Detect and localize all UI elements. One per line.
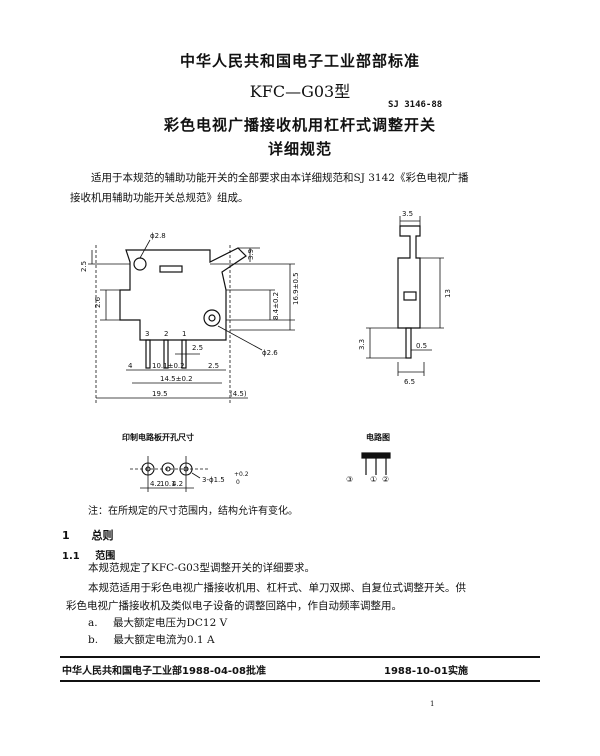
circuit-diagram-label: 电路图 — [366, 433, 390, 442]
side-dim-3-5: 3.5 — [402, 210, 413, 218]
requirement-item-a: a. 最大额定电压为DC12 V — [88, 613, 227, 633]
item-a-label: a. — [88, 617, 98, 629]
pcb-dim-hole-dia: 3-ϕ1.5 — [202, 476, 225, 484]
standard-number: SJ 3146-88 — [388, 100, 443, 110]
dim-10-1: 10.1±0.2 — [152, 362, 185, 370]
terminal-label-3: 3 — [145, 330, 149, 338]
side-dim-0-5: 0.5 — [416, 342, 427, 350]
circuit-pin-3: ③ — [346, 475, 353, 484]
switch-body-outline — [119, 247, 247, 341]
section-1-1-title: 范围 — [95, 551, 116, 562]
section-1-title: 总则 — [91, 529, 114, 542]
dim-dia-2-8: ϕ2.8 — [150, 232, 166, 240]
document-title: 彩色电视广播接收机用杠杆式调整开关 — [163, 116, 436, 134]
implementation-date: 1988-10-01实施 — [384, 666, 468, 677]
side-dim-13: 13 — [444, 289, 452, 298]
pcb-tol-lower: 0 — [236, 479, 240, 486]
page-number: 1 — [430, 700, 435, 708]
dim-dia-2-6: ϕ2.6 — [262, 349, 278, 357]
org-standard-title: 中华人民共和国电子工业部部标准 — [179, 52, 420, 70]
section-1-1-para-1: 本规范规定了KFC-G03型调整开关的详细要求。 — [88, 562, 315, 574]
side-dim-3-3: 3.3 — [358, 339, 366, 350]
mounting-hole-bottom — [203, 309, 221, 327]
pcb-dim-4-2-left: 4.2 — [150, 480, 161, 488]
terminal-2 — [163, 339, 169, 369]
section-1-1-heading: 1.1 范围 — [62, 547, 115, 562]
document-subtitle: 详细规范 — [267, 140, 332, 158]
pcb-dim-4-2-right: 4.2 — [172, 480, 183, 488]
pcb-tol-upper: +0.2 — [234, 471, 249, 478]
dim-19-5: 19.5 — [152, 390, 168, 398]
dim-8-4: 8.4±0.2 — [272, 292, 280, 320]
item-b-text: 最大额定电流为0.1 A — [113, 634, 215, 646]
footer-bottom-rule — [60, 680, 540, 682]
terminal-label-2: 2 — [164, 330, 168, 338]
pcb-hole-label: 印制电路板开孔尺寸 — [122, 433, 194, 442]
section-1-heading: 1 总则 — [62, 527, 114, 543]
circuit-pin-2: ② — [382, 475, 389, 484]
dim-2-6: 2.6 — [94, 296, 102, 308]
section-1-1-para-2-line-1: 本规范适用于彩色电视广播接收机用、杠杆式、单刀双掷、自复位式调整开关。供 — [88, 582, 466, 594]
dim-2-5-bottom: 2.5 — [208, 362, 219, 370]
section-1-1-number: 1.1 — [62, 551, 80, 562]
drawing-note: 注：在所规定的尺寸范围内，结构允许有变化。 — [88, 506, 298, 517]
dim-2-5-mid: 2.5 — [192, 344, 203, 352]
pcb-dim-10-1: 10.1 — [160, 480, 176, 488]
dim-14-5: 14.5±0.2 — [160, 375, 193, 383]
requirement-item-b: b. 最大额定电流为0.1 A — [88, 630, 215, 650]
dim-3-9: 3.9 — [247, 249, 255, 260]
side-dim-6-5: 6.5 — [404, 378, 415, 386]
item-b-label: b. — [88, 634, 99, 646]
footer-top-rule — [60, 656, 540, 658]
approval-line: 中华人民共和国电子工业部1988-04-08批准 — [62, 666, 266, 677]
terminal-label-1: 1 — [182, 330, 186, 338]
side-view-terminal — [405, 327, 412, 359]
item-a-text: 最大额定电压为DC12 V — [112, 617, 228, 629]
section-1-number: 1 — [62, 529, 70, 542]
terminal-3 — [145, 339, 151, 369]
dim-4: 4 — [128, 362, 133, 370]
circuit-pin-1: ① — [370, 475, 377, 484]
model-title: KFC—G03型 — [249, 82, 351, 101]
switch-contact-bar — [361, 452, 391, 459]
dim-2-5-left: 2.5 — [80, 261, 88, 272]
intro-line-1: 适用于本规范的辅助功能开关的全部要求由本详细规范和SJ 3142《彩色电视广播 — [91, 172, 469, 184]
intro-line-2: 接收机用辅助功能开关总规范》组成。 — [70, 192, 249, 204]
dim-16-9: 16.9±0.5 — [292, 272, 300, 305]
section-1-1-para-2-line-2: 彩色电视广播接收机及类似电子设备的调整回路中，作自动频率调整用。 — [66, 600, 402, 612]
dim-4-5: (4.5) — [230, 390, 247, 398]
